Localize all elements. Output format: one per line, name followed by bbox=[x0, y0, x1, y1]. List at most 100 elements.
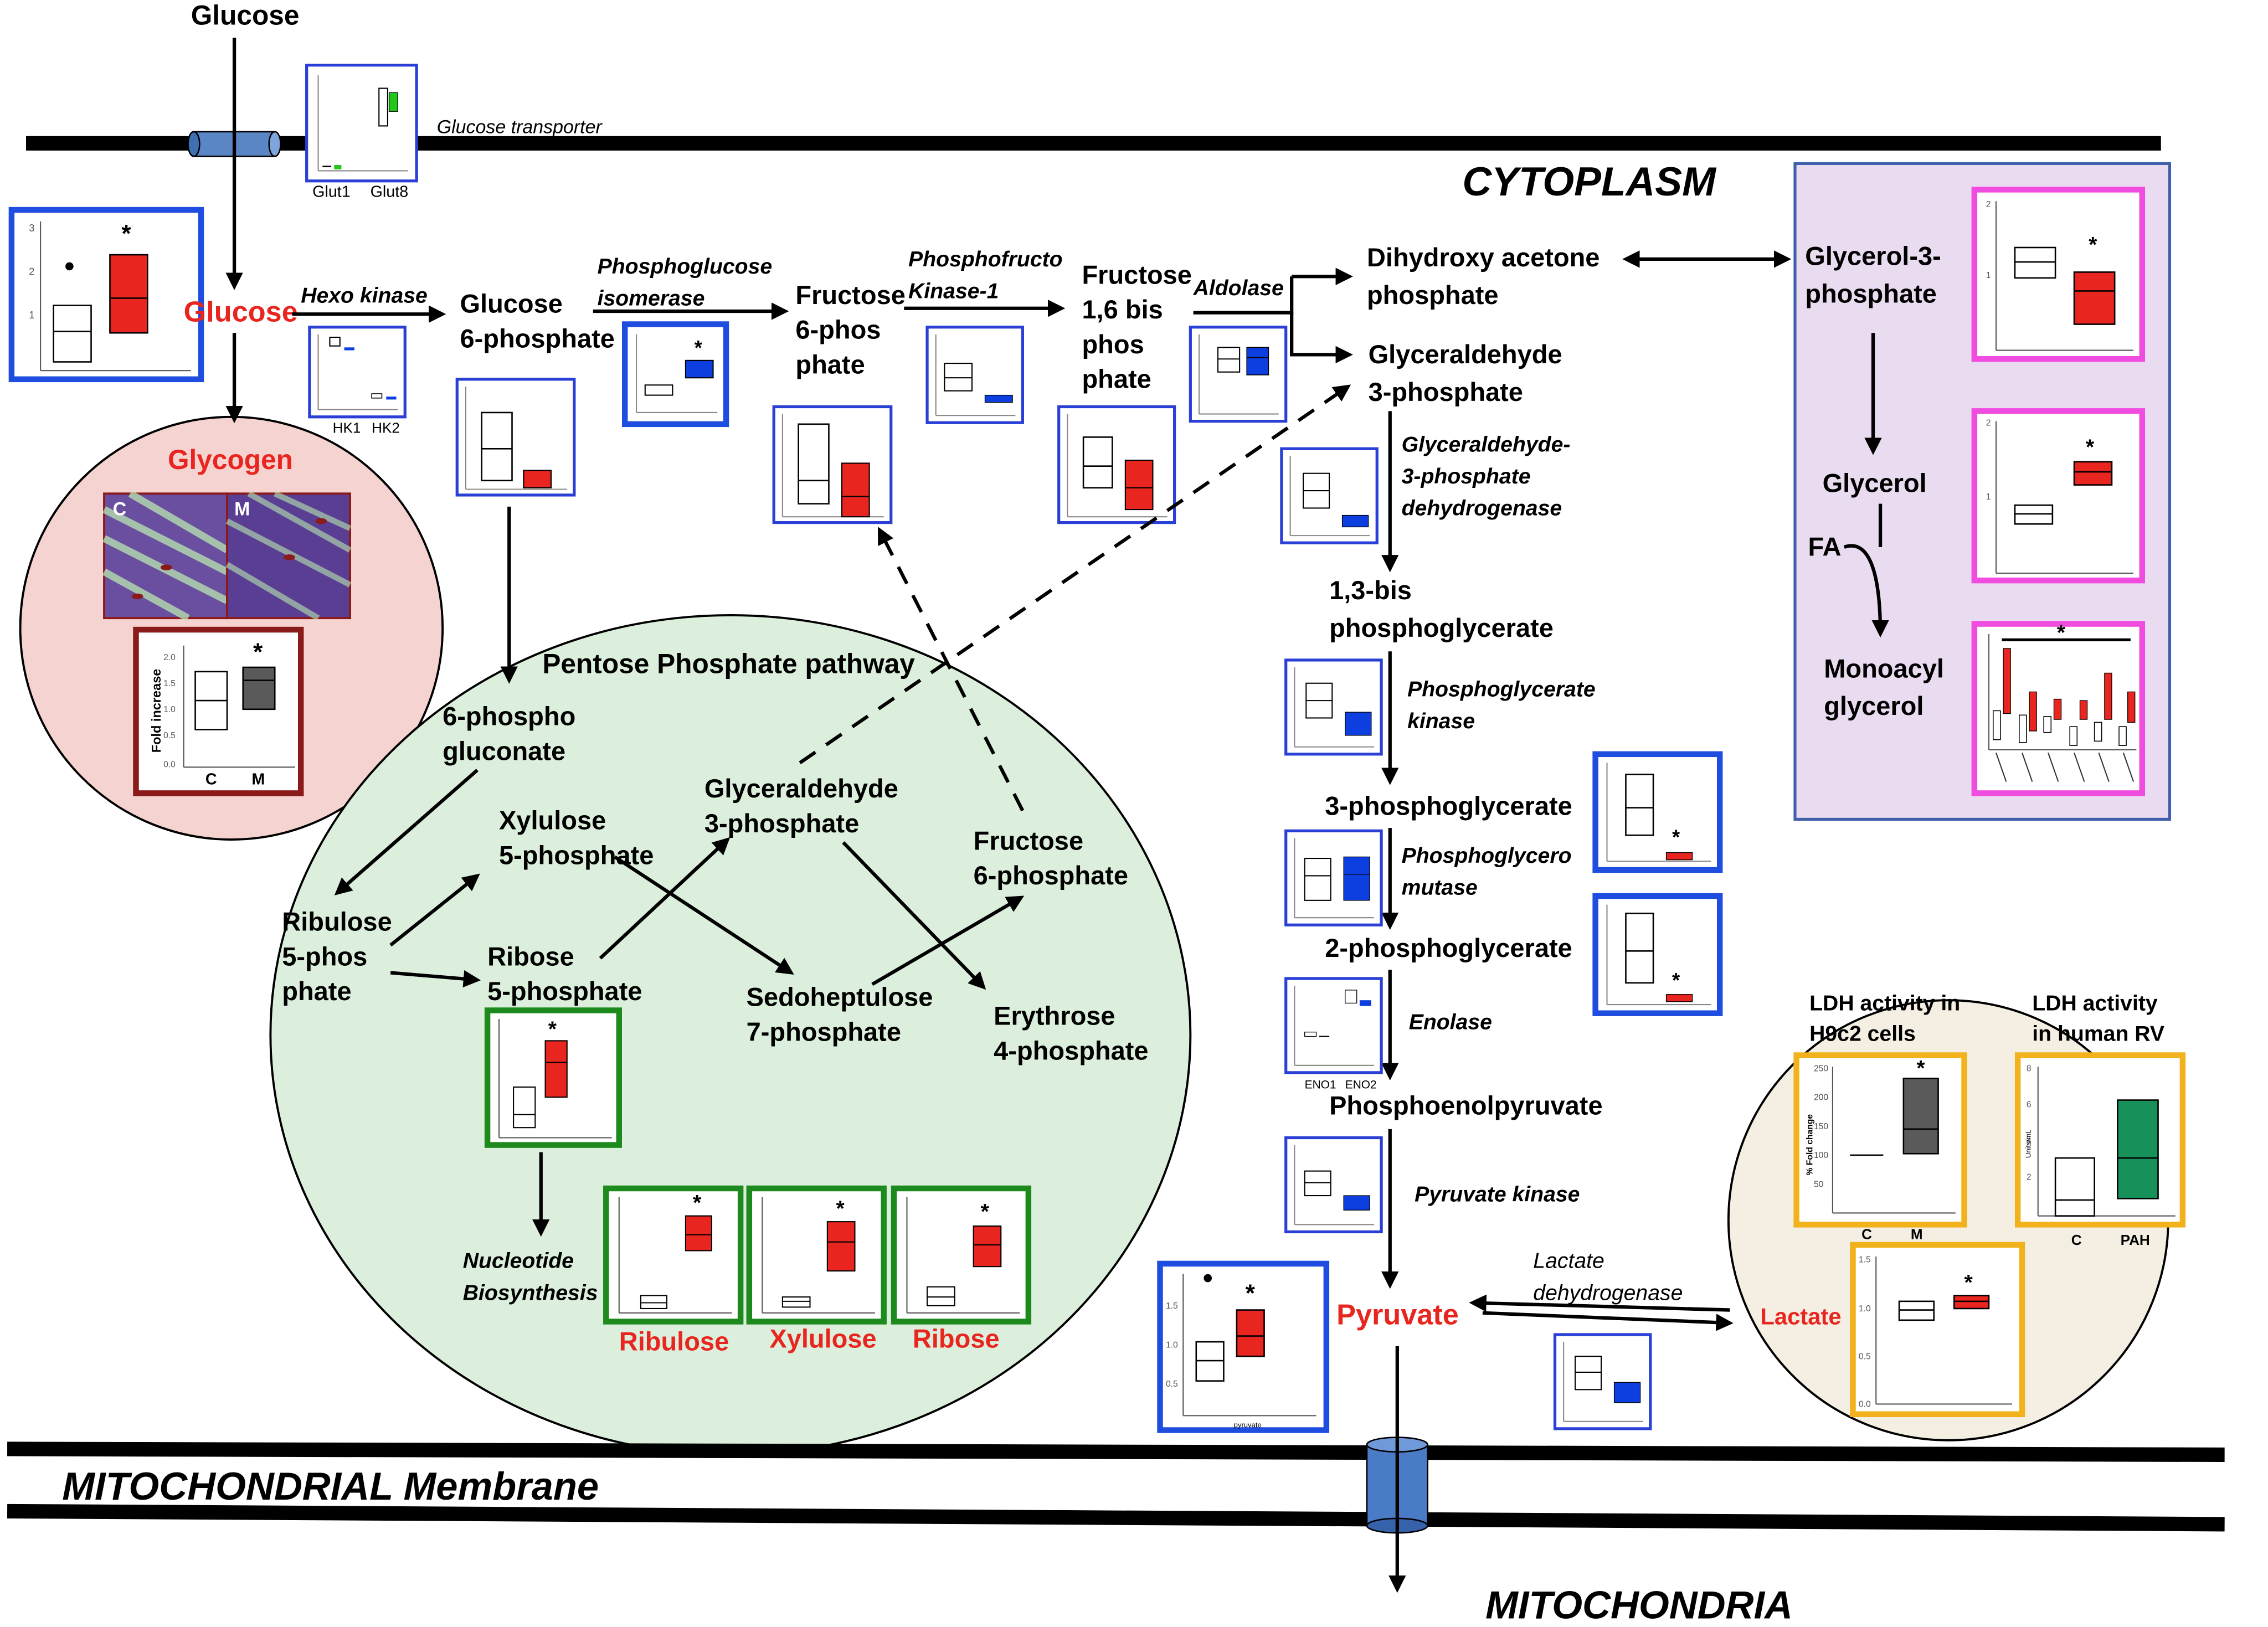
r5p-to-gap-arrow bbox=[599, 837, 731, 960]
pyruvate-plot-label: pyruvate bbox=[1234, 1420, 1262, 1429]
aldolase-label: Aldolase bbox=[1193, 276, 1284, 300]
ru5p-label-1: Ribulose bbox=[282, 907, 392, 936]
pgk-label-2: kinase bbox=[1407, 709, 1475, 733]
f6p-label-2: 6-phos bbox=[795, 315, 881, 344]
ldh-h9c2-x-m: M bbox=[1911, 1226, 1923, 1242]
pyruvate-kinase-label: Pyruvate kinase bbox=[1415, 1183, 1580, 1207]
f16bp-label-4: phate bbox=[1082, 364, 1151, 394]
ldh-human-x-pah: PAH bbox=[2121, 1232, 2150, 1248]
ppp-gap-label-2: 3-phosphate bbox=[704, 809, 859, 838]
glucose-label: Glucose bbox=[184, 296, 298, 328]
svg-text:*: * bbox=[693, 1191, 702, 1215]
ribulose-boxplot: * bbox=[603, 1185, 744, 1325]
cytoplasm-label: CYTOPLASM bbox=[1462, 159, 1717, 204]
glycerol3p-boxplot: 2 1 * bbox=[1971, 187, 2146, 362]
glut-expression-plot: Glut1 Glut8 bbox=[305, 64, 418, 200]
ldh-h9c2-title-2: H9c2 cells bbox=[1809, 1022, 1916, 1046]
ldh-human-title-2: in human RV bbox=[2032, 1022, 2164, 1046]
svg-text:1.5: 1.5 bbox=[1859, 1255, 1871, 1264]
ldh-label-1: Lactate bbox=[1533, 1249, 1604, 1273]
svg-text:1.0: 1.0 bbox=[163, 705, 176, 714]
glycogen-stain-images: C M bbox=[102, 490, 352, 621]
outer-mito-membrane bbox=[7, 1441, 2225, 1463]
ppp-gap-to-glycolysis-dashed-arrow bbox=[799, 384, 1351, 765]
hk1-label: HK1 bbox=[333, 420, 361, 436]
r5p-label-2: 5-phosphate bbox=[487, 976, 642, 1006]
f16bp-label-3: phos bbox=[1082, 329, 1144, 359]
ldh-h9c2-ylabel: % Fold change bbox=[1805, 1114, 1814, 1176]
ribulose-label: Ribulose bbox=[619, 1327, 729, 1356]
svg-text:4: 4 bbox=[2027, 1136, 2032, 1146]
svg-text:*: * bbox=[1672, 969, 1680, 992]
f16bp-label-1: Fructose bbox=[1082, 260, 1191, 289]
pg6-label-1: 6-phospho bbox=[443, 702, 575, 731]
ppp-f6p-label-2: 6-phosphate bbox=[974, 861, 1128, 890]
stain-image-c-label: C bbox=[113, 499, 127, 520]
pg2-boxplot: * bbox=[1592, 893, 1723, 1016]
pyruvate-label: Pyruvate bbox=[1336, 1299, 1459, 1331]
svg-text:3: 3 bbox=[29, 222, 34, 234]
svg-text:*: * bbox=[121, 220, 131, 248]
svg-text:*: * bbox=[2089, 233, 2097, 257]
glut8-label: Glut8 bbox=[371, 183, 409, 200]
svg-text:6: 6 bbox=[2027, 1100, 2032, 1110]
ppp-title: Pentose Phosphate pathway bbox=[542, 648, 915, 679]
glycerol-boxplot: 2 1 * bbox=[1971, 408, 2146, 584]
inner-mito-membrane bbox=[7, 1504, 2225, 1532]
pgk-label-1: Phosphoglycerate bbox=[1407, 677, 1596, 701]
mitochondria-label: MITOCHONDRIA bbox=[1485, 1583, 1793, 1626]
svg-text:*: * bbox=[836, 1197, 845, 1221]
svg-text:2.0: 2.0 bbox=[163, 653, 176, 662]
ru5p-to-r5p-arrow bbox=[390, 970, 481, 988]
ldh-human-boxplot: 8 6 4 2 Units/mL bbox=[2014, 1052, 2186, 1228]
pgm-label-1: Phosphoglycero bbox=[1402, 844, 1572, 868]
svg-text:150: 150 bbox=[1814, 1122, 1828, 1131]
svg-text:0.0: 0.0 bbox=[163, 760, 176, 769]
pgk-plot bbox=[1284, 658, 1383, 756]
s7p-to-f6p-arrow bbox=[871, 895, 1025, 986]
glucose-transporter-label: Glucose transporter bbox=[437, 116, 603, 137]
svg-text:0.0: 0.0 bbox=[1859, 1400, 1871, 1409]
hexokinase-plot bbox=[308, 326, 407, 419]
ru5p-label-2: 5-phos bbox=[282, 941, 367, 971]
svg-text:1: 1 bbox=[1986, 492, 1991, 502]
glut1-label: Glut1 bbox=[312, 183, 351, 200]
svg-text:2: 2 bbox=[2027, 1172, 2032, 1182]
ldh-human-title-1: LDH activity bbox=[2032, 991, 2158, 1015]
svg-text:1.5: 1.5 bbox=[1166, 1301, 1178, 1311]
glucose-extracellular-label: Glucose bbox=[191, 0, 300, 30]
svg-text:1.0: 1.0 bbox=[1166, 1341, 1178, 1350]
pg2-label: 2-phosphoglycerate bbox=[1325, 933, 1572, 962]
gapdh-label-3: dehydrogenase bbox=[1402, 497, 1562, 521]
f6p-label-1: Fructose bbox=[795, 280, 905, 310]
f6p-label-3: phate bbox=[795, 349, 865, 379]
xylulose-boxplot: * bbox=[746, 1185, 887, 1325]
svg-text:1: 1 bbox=[1986, 271, 1991, 280]
hexokinase-label: Hexo kinase bbox=[301, 284, 428, 307]
pg6-label-2: gluconate bbox=[443, 736, 565, 765]
svg-text:*: * bbox=[1964, 1271, 1973, 1295]
pfk-plot bbox=[925, 326, 1025, 424]
pgm-plot bbox=[1284, 829, 1383, 926]
stain-image-m-label: M bbox=[234, 499, 250, 520]
svg-text:*: * bbox=[253, 639, 263, 666]
pgi-boxplot: * bbox=[621, 321, 729, 428]
glycerol3p-label-1: Glycerol-3- bbox=[1805, 241, 1941, 270]
pg6-to-ru5p-arrow bbox=[334, 769, 479, 895]
gapdh-plot bbox=[1280, 447, 1379, 544]
nucleotide-label-2: Biosynthesis bbox=[463, 1281, 598, 1305]
glycogen-ylabel: Fold increase bbox=[149, 669, 163, 753]
bpg13-label-1: 1,3-bis bbox=[1329, 575, 1412, 605]
svg-text:2: 2 bbox=[29, 266, 34, 277]
svg-text:1.5: 1.5 bbox=[163, 679, 176, 688]
bpg13-label-2: phosphoglycerate bbox=[1329, 613, 1554, 642]
glycerol3p-label-2: phosphate bbox=[1805, 279, 1937, 308]
lactate-label: Lactate bbox=[1760, 1304, 1841, 1330]
svg-text:*: * bbox=[1672, 826, 1680, 848]
ldh-h9c2-title-1: LDH activity in bbox=[1809, 991, 1960, 1015]
e4p-label-2: 4-phosphate bbox=[994, 1036, 1148, 1065]
enolase-label: Enolase bbox=[1409, 1010, 1492, 1034]
mito-membrane-label: MITOCHONDRIAL Membrane bbox=[62, 1464, 599, 1508]
aldolase-fork bbox=[1193, 276, 1294, 315]
ldh-label-2: dehydrogenase bbox=[1533, 1281, 1683, 1305]
